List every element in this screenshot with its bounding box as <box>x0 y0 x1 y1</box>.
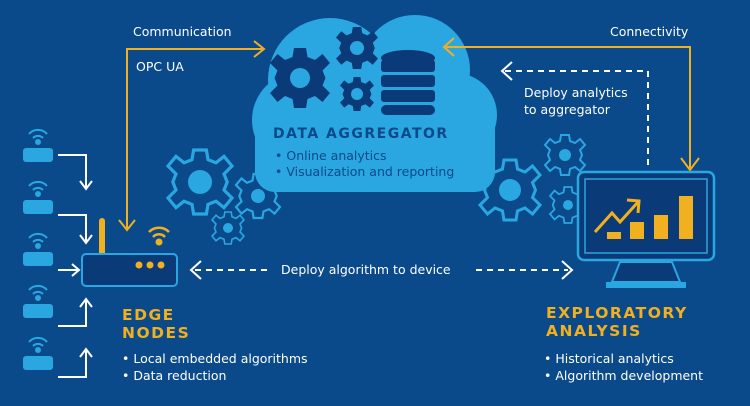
exploratory-title: EXPLORATORY ANALYSIS <box>546 304 688 340</box>
outline-gears-right <box>478 134 587 224</box>
gear-hub <box>188 170 212 194</box>
connectivity-connector <box>442 37 700 172</box>
aggregator-title: DATA AGGREGATOR <box>273 126 449 142</box>
opc-ua-label: OPC UA <box>136 59 184 74</box>
bullet-item: Data reduction <box>122 367 308 384</box>
wireless-sensor-icon <box>23 180 53 214</box>
sensor-connectors <box>58 154 93 378</box>
database-icon <box>381 50 435 115</box>
bullet-item: Local embedded algorithms <box>122 350 307 367</box>
deploy-analytics-label: Deploy analytics <box>524 85 628 100</box>
exploratory-title-line1: EXPLORATORY <box>546 304 688 322</box>
sensor-list <box>23 128 53 370</box>
wireless-sensor-icon <box>23 232 53 266</box>
communication-connector <box>118 40 266 232</box>
wireless-sensor-icon <box>23 284 53 318</box>
edge-bullets: Local embedded algorithms Data reduction <box>122 350 308 384</box>
deploy-algorithm-connector <box>189 260 574 280</box>
bullet-item: Visualization and reporting <box>275 164 454 180</box>
deploy-analytics-connector <box>500 61 649 165</box>
deploy-analytics-label-2: to aggregator <box>524 102 610 117</box>
edge-title-line2: NODES <box>122 324 191 342</box>
bullet-item: Historical analytics <box>544 350 703 367</box>
communication-label: Communication <box>133 24 232 39</box>
bullet-item: Algorithm development <box>544 367 703 384</box>
connectivity-label: Connectivity <box>610 24 689 39</box>
exploratory-title-line2: ANALYSIS <box>546 322 642 340</box>
edge-title: EDGE NODES <box>122 306 190 342</box>
wireless-sensor-icon <box>23 128 53 162</box>
router-icon <box>81 218 178 287</box>
deploy-algorithm-label: Deploy algorithm to device <box>281 262 451 277</box>
edge-title-line1: EDGE <box>122 306 175 324</box>
exploratory-bullets: Historical analytics Algorithm developme… <box>544 350 703 384</box>
aggregator-bullets: Online analytics Visualization and repor… <box>275 148 454 180</box>
monitor-chart-icon <box>576 170 716 288</box>
wireless-sensor-icon <box>23 336 53 370</box>
bullet-item: Online analytics <box>275 148 454 164</box>
